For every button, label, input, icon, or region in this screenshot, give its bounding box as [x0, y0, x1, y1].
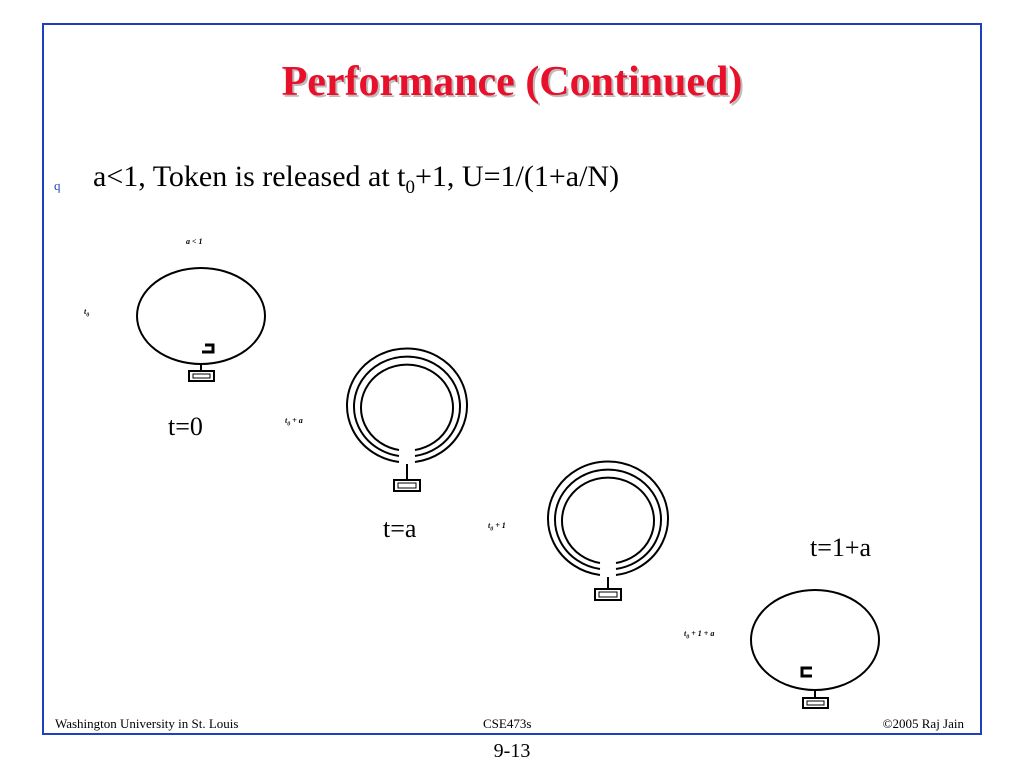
stage-4-time-sub: 0 — [686, 634, 690, 641]
stage-2-time-label: t0 + a — [285, 416, 303, 428]
stage-2-time-suffix: + a — [290, 416, 303, 425]
condition-label: a < 1 — [186, 237, 203, 246]
stage-3-time-t: t — [488, 521, 491, 530]
bullet-text: a<1, Token is released at t0+1, U=1/(1+a… — [93, 160, 619, 199]
stage-1-time-label: t0 — [84, 307, 89, 319]
footer-left: Washington University in St. Louis — [55, 716, 239, 731]
caption-t-1-plus-a: t=1+a — [810, 533, 872, 562]
bullet-text-sub: 0 — [405, 177, 416, 198]
stage-2-time-sub: 0 — [287, 421, 291, 428]
ring-stage-4 — [750, 589, 880, 709]
stage-4-time-label: t0 + 1 + a — [684, 629, 714, 641]
bullet-marker: q — [54, 178, 61, 193]
stage-3-time-suffix: + 1 — [493, 521, 506, 530]
stage-2-time-t: t — [285, 416, 288, 425]
slide-frame — [42, 23, 982, 735]
stage-3-time-sub: 0 — [490, 526, 494, 533]
stage-1-time-sub: 0 — [86, 312, 90, 319]
page-number: 9-13 — [493, 740, 531, 762]
ring-stage-3 — [547, 460, 669, 601]
bullet-text-post: +1, U=1/(1+a/N) — [415, 160, 620, 193]
caption-t-a: t=a — [383, 514, 417, 543]
footer-right: ©2005 Raj Jain — [882, 716, 964, 731]
bullet-text-pre: a<1, Token is released at t — [93, 160, 406, 193]
slide-title: Performance (Continued) — [281, 59, 743, 105]
stage-4-time-suffix: + 1 + a — [689, 629, 715, 638]
footer-center: CSE473s — [483, 716, 532, 731]
stage-4-time-t: t — [684, 629, 687, 638]
caption-t-0: t=0 — [168, 412, 203, 441]
stage-1-time-t: t — [84, 307, 87, 316]
stage-3-time-label: t0 + 1 — [488, 521, 506, 533]
ring-stage-2 — [346, 347, 468, 492]
ring-stage-1 — [136, 267, 266, 382]
